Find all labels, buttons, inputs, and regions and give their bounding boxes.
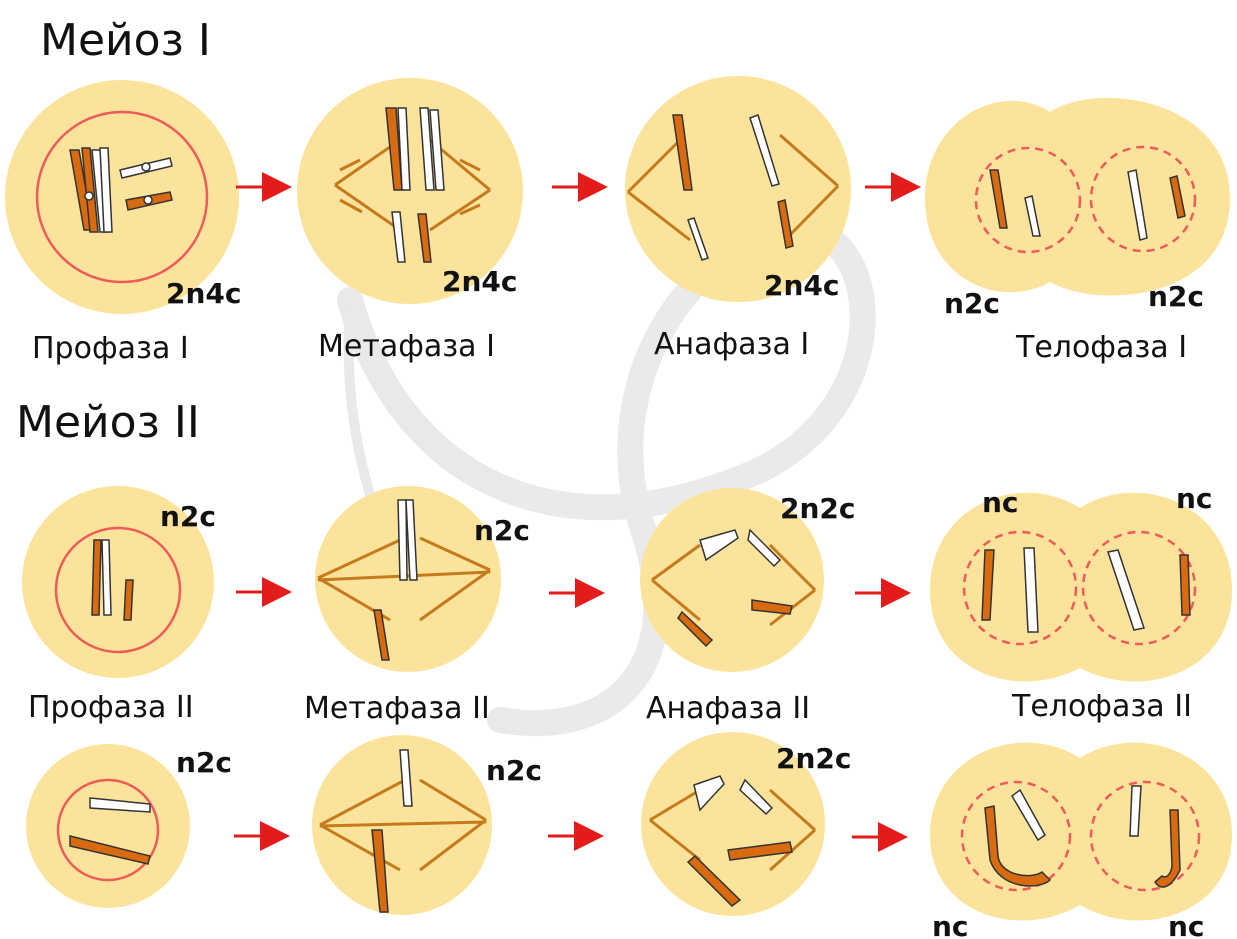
ploidy-label: 2n4c (764, 269, 840, 302)
stage-label-prophase1: Профаза I (32, 331, 189, 366)
ploidy-label: n2c (1148, 280, 1204, 313)
ploidy-label: nc (1176, 482, 1213, 515)
ploidy-label: nc (982, 486, 1019, 519)
cell-telophase1 (925, 98, 1230, 296)
cell-prophase2-b (26, 744, 190, 908)
stage-label-metaphase1: Метафаза I (318, 329, 495, 364)
ploidy-label: n2c (944, 287, 1000, 320)
stage-label-metaphase2: Метафаза II (304, 691, 490, 726)
ploidy-label: n2c (160, 500, 216, 533)
ploidy-label: nc (932, 910, 969, 939)
stage-label-prophase2: Профаза II (28, 690, 194, 725)
stage-label-telophase2: Телофаза II (1011, 689, 1192, 724)
ploidy-label: 2n4c (166, 277, 242, 310)
ploidy-label: 2n2c (780, 492, 856, 525)
section-title-meiosis2: Мейоз II (16, 397, 200, 448)
ploidy-label: 2n2c (776, 742, 852, 775)
ploidy-label: n2c (474, 514, 530, 547)
stage-label-telophase1: Телофаза I (1015, 330, 1187, 365)
ploidy-label: nc (1168, 910, 1205, 939)
stage-label-anaphase1: Анафаза I (654, 327, 809, 362)
section-title-meiosis1: Мейоз I (40, 15, 211, 66)
ploidy-label: n2c (176, 746, 232, 779)
cell-telophase2-b (930, 743, 1232, 921)
cell-metaphase2-b (312, 735, 492, 915)
ploidy-label: n2c (486, 754, 542, 787)
stage-label-anaphase2: Анафаза II (646, 691, 810, 726)
ploidy-label: 2n4c (442, 265, 518, 298)
cell-telophase2-a (930, 493, 1232, 682)
